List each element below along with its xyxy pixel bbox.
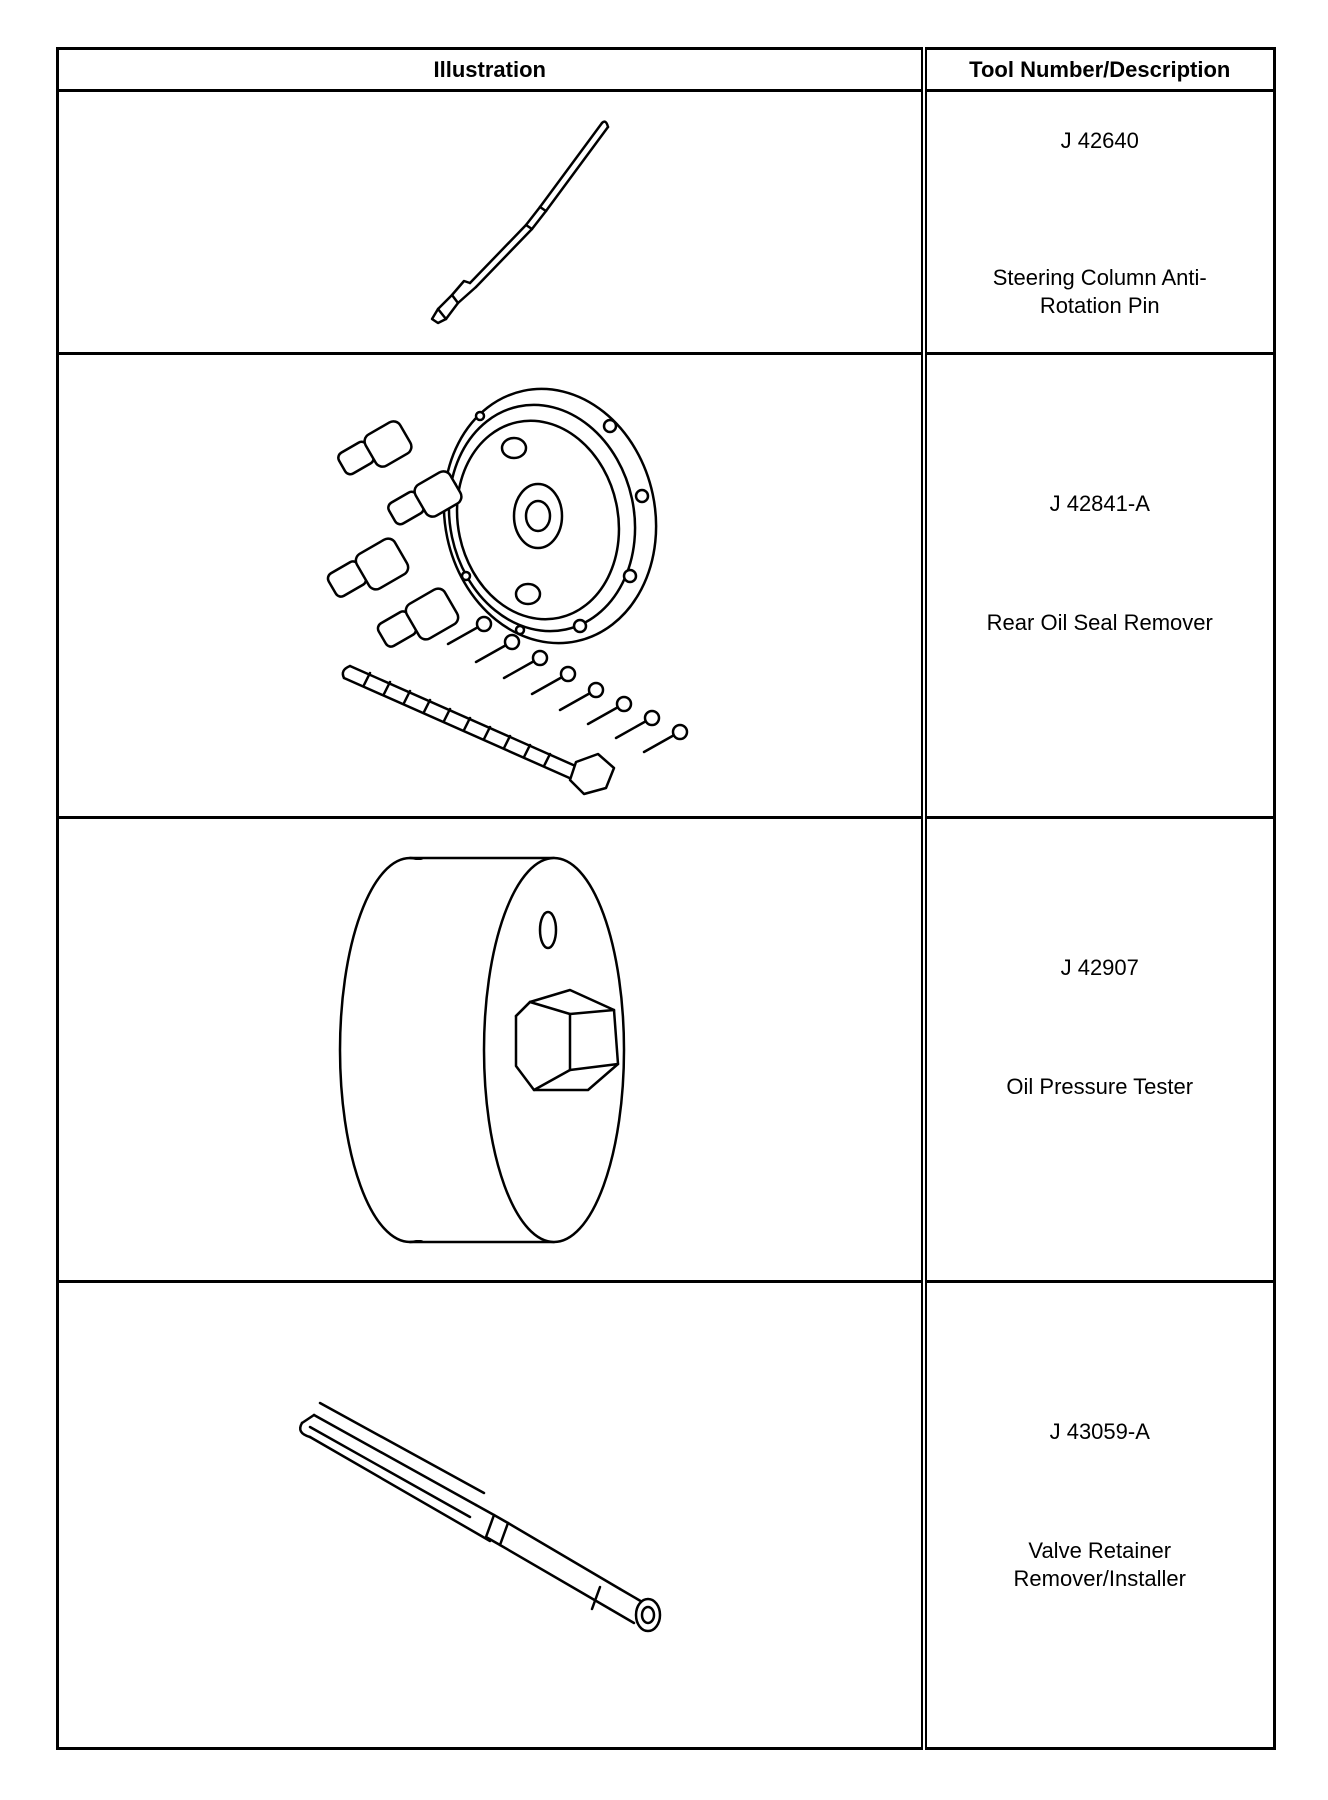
tool-number: J 43059-A: [1049, 1419, 1150, 1444]
illustration-anti-rotation-pin: [56, 89, 927, 355]
tool-cell: J 43059-A Valve Retainer Remover/Install…: [922, 1280, 1276, 1750]
tool-number: J 42841-A: [1049, 491, 1150, 516]
tool-cell: J 42907 Oil Pressure Tester: [922, 816, 1276, 1283]
tool-table: Illustration Tool Number/Description: [56, 47, 1276, 1750]
tool-description: Steering Column Anti-Rotation Pin: [992, 265, 1207, 318]
header-row: Illustration Tool Number/Description: [56, 47, 1276, 92]
tool-description: Valve Retainer Remover/Installer: [1013, 1538, 1186, 1591]
header-tool-description: Tool Number/Description: [922, 47, 1276, 92]
header-illustration: Illustration: [56, 47, 927, 92]
illustration-valve-retainer-tool: [56, 1280, 927, 1750]
tool-cell: J 42841-A Rear Oil Seal Remover: [922, 352, 1276, 819]
tool-description: Oil Pressure Tester: [1006, 1074, 1194, 1099]
table-row: J 42640 Steering Column Anti-Rotation Pi…: [56, 89, 1276, 355]
table-row: J 42907 Oil Pressure Tester: [56, 816, 1276, 1283]
table-row: J 43059-A Valve Retainer Remover/Install…: [56, 1280, 1276, 1750]
table-row: J 42841-A Rear Oil Seal Remover: [56, 352, 1276, 819]
tool-number: J 42640: [1060, 128, 1139, 153]
illustration-pressure-tester: [56, 816, 927, 1283]
anti-rotation-pin-icon: [430, 120, 609, 325]
pressure-tester-icon: [338, 856, 625, 1243]
illustration-seal-remover-kit: [56, 352, 927, 819]
tool-number: J 42907: [1060, 955, 1139, 980]
seal-remover-kit-icon: [326, 387, 688, 795]
tool-description: Rear Oil Seal Remover: [986, 610, 1213, 635]
tool-cell: J 42640 Steering Column Anti-Rotation Pi…: [922, 89, 1276, 355]
valve-retainer-tool-icon: [298, 1401, 661, 1633]
